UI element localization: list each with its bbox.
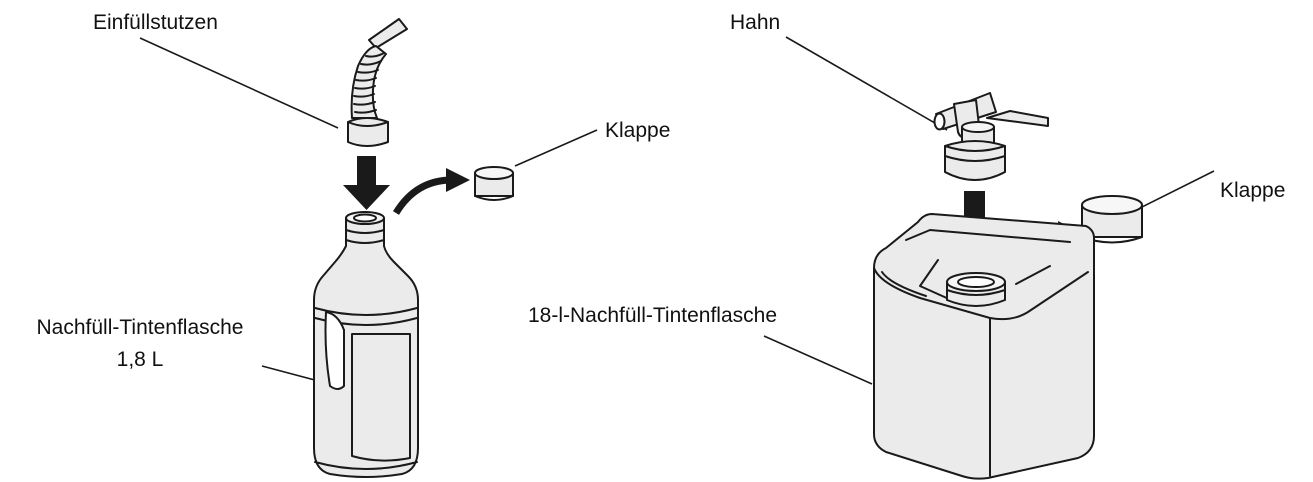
cap-leader-line-right [1141, 170, 1215, 208]
cap-leader-line-left [514, 129, 598, 167]
filling-spout [347, 18, 408, 147]
spout-label: Einfüllstutzen [93, 11, 218, 34]
tap-leader-line [785, 36, 948, 131]
spout-leader-line [139, 37, 339, 129]
bottle-leader-line-right [763, 335, 873, 385]
tap-label: Hahn [730, 11, 781, 34]
bottle-volume-label: 1,8 L [116, 348, 164, 371]
cap-left [474, 166, 514, 201]
tap [933, 92, 1049, 181]
bottle-label-left: Nachfüll-Tintenflasche [36, 316, 244, 339]
bottle-1-8l [313, 211, 419, 478]
right-diagram [763, 36, 1215, 480]
bottle-label-right: 18-l-Nachfüll-Tintenflasche [528, 304, 777, 327]
cap-label-right: Klappe [1220, 179, 1286, 202]
cap-label-left: Klappe [605, 119, 671, 142]
remove-cap-arrow-left [393, 168, 470, 215]
left-diagram [139, 18, 598, 478]
canister-18l [873, 213, 1095, 480]
insert-arrow-down-left [343, 156, 390, 210]
